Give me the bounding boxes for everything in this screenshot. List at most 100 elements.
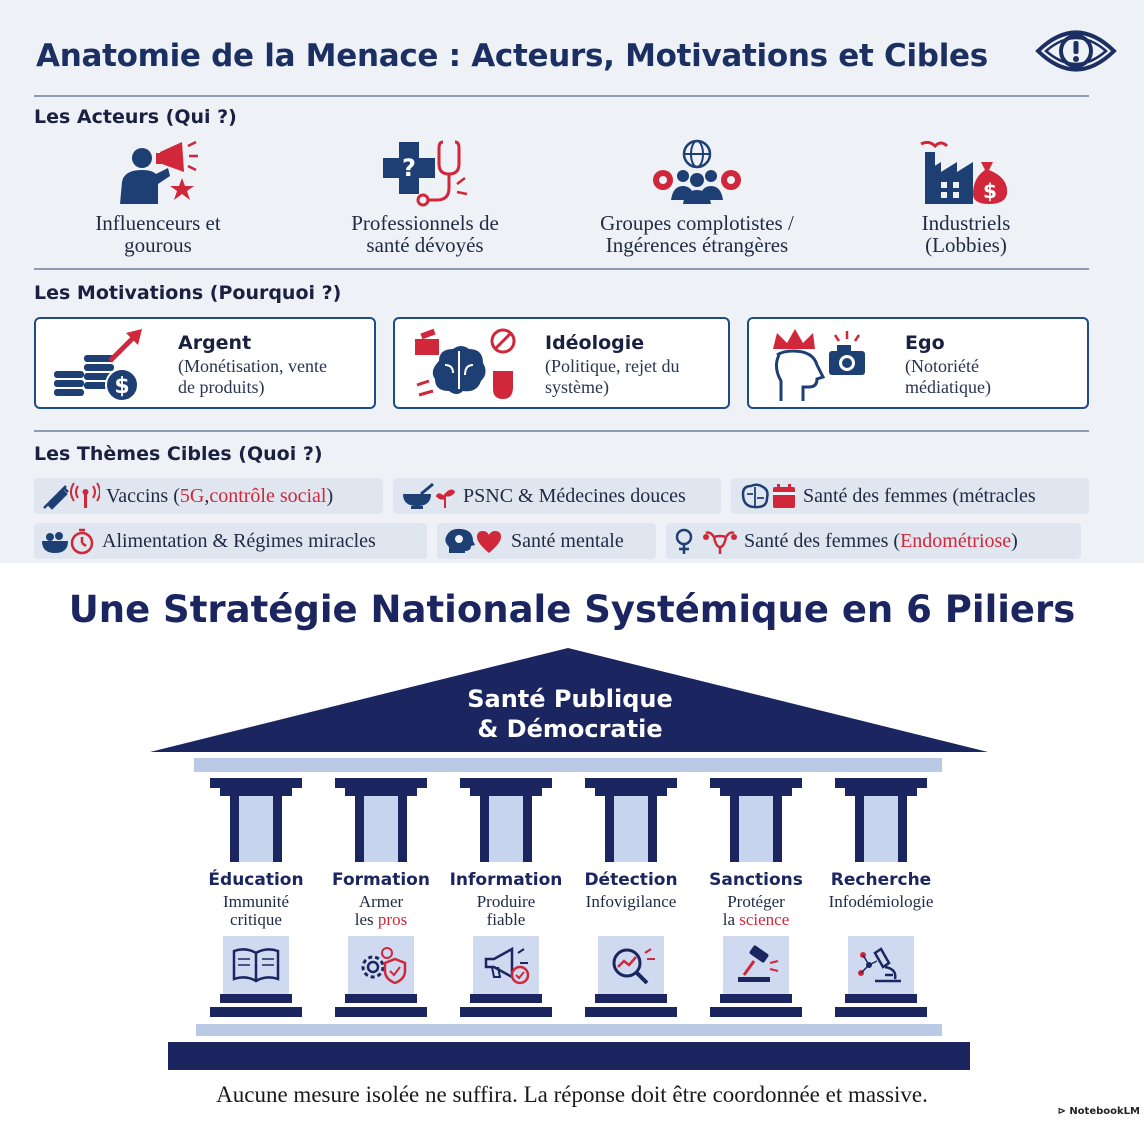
medical-cross-stethoscope-icon: ?: [383, 140, 468, 207]
actor-label: Influenceurs et: [95, 211, 221, 235]
actor-conspiracy-groups: Groupes complotistes / Ingérences étrang…: [562, 138, 832, 256]
female-uterus-icon: [675, 528, 737, 554]
microscope-icon: [858, 947, 901, 983]
motivation-desc-line: système): [545, 377, 609, 397]
pillar-name: Éducation: [208, 870, 304, 890]
actor-health-professionals: ? Professionnels de santé dévoyés: [290, 138, 560, 256]
motivation-desc-line: (Notoriété: [905, 356, 979, 376]
footer-statement: Aucune mesure isolée ne suffira. La répo…: [216, 1082, 928, 1107]
pillar-detection: Détection Infovigilance: [568, 870, 694, 911]
divider: [34, 95, 1089, 97]
theme-chip-vaccines: Vaccins (5G, contrôle social): [34, 478, 383, 514]
pillar-research: Recherche Infodémiologie: [818, 870, 944, 911]
theme-highlight: 5G: [179, 484, 205, 507]
motivations-heading: Les Motivations (Pourquoi ?): [34, 282, 342, 304]
pillar-name: Sanctions: [709, 870, 803, 890]
pillar-education: Éducation Immunité critique: [193, 870, 319, 929]
pillar-name: Recherche: [830, 870, 932, 890]
gear-shield-icon: [361, 947, 407, 985]
theme-chip-diet: Alimentation & Régimes miracles: [34, 523, 427, 559]
pillar-sanctions: Sanctions Protéger la science: [693, 870, 819, 929]
pillar-name: Formation: [332, 870, 430, 890]
motivation-title: Idéologie: [545, 332, 645, 354]
roof-label: Santé Publique & Démocratie: [420, 684, 720, 744]
pillar-desc-line: les pros: [308, 911, 454, 929]
pillar-information: Information Produire fiable: [443, 870, 569, 929]
divider: [34, 268, 1089, 270]
pillar-icon-box: [598, 936, 664, 994]
motivation-desc-line: de produits): [178, 377, 265, 397]
svg-text:$: $: [983, 179, 997, 203]
pillar-desc-highlight: science: [739, 910, 790, 929]
theme-text: PSNC & Médecines douces: [463, 484, 686, 507]
pillar-desc-highlight: fiable: [486, 910, 526, 929]
brain-fist-icon: [415, 328, 516, 399]
actor-label: gourous: [124, 233, 192, 257]
mortar-plant-icon: [403, 482, 456, 509]
theme-highlight: Endométriose: [900, 529, 1012, 552]
motivation-title: Ego: [905, 332, 945, 354]
book-icon: [232, 948, 280, 983]
head-heart-icon: [445, 528, 501, 553]
megaphone-person-icon: [120, 140, 198, 204]
brand-name: NotebookLM: [1069, 1106, 1140, 1117]
theme-text: Santé des femmes (métracles: [803, 484, 1036, 507]
pillar-desc-highlight: critique: [230, 910, 282, 929]
motivation-title: Argent: [178, 332, 252, 354]
factory-money-icon: $: [920, 140, 1008, 204]
theme-chip-endometriosis: Santé des femmes (Endométriose): [666, 523, 1081, 559]
pillar-formation: Formation Armer les pros: [318, 870, 444, 929]
gavel-icon: [738, 945, 779, 982]
motivation-desc-line: (Monétisation, vente: [178, 356, 327, 376]
theme-text: ,: [204, 484, 210, 507]
coins-dollar-icon: $: [54, 329, 142, 402]
pillar-desc-line: la science: [683, 911, 829, 929]
pillar-icon-box: [723, 936, 789, 994]
pillar-desc: Protéger: [727, 892, 785, 911]
pillar-icon-box: [473, 936, 539, 994]
motivation-desc: (Politique, rejet du système): [545, 356, 679, 398]
brand-watermark: ⊳ NotebookLM: [1057, 1106, 1140, 1117]
theme-highlight: contrôle social: [209, 484, 327, 507]
actor-label: (Lobbies): [925, 233, 1007, 257]
theme-chip-womens-health-metracles: Santé des femmes (métracles: [731, 478, 1089, 514]
actor-label: Industriels: [921, 211, 1011, 235]
roof-line: & Démocratie: [477, 715, 663, 743]
theme-text: ): [1011, 529, 1018, 552]
pillar-icon-box: [348, 936, 414, 994]
motivation-desc-line: (Politique, rejet du: [545, 356, 680, 376]
themes-heading: Les Thèmes Cibles (Quoi ?): [34, 443, 323, 465]
syringe-signal-icon: [43, 482, 100, 510]
theme-text: Santé mentale: [511, 529, 624, 552]
temple-diagram: [150, 648, 988, 1070]
actor-label: Professionnels de: [351, 211, 499, 235]
pillar-desc: Immunité: [222, 892, 290, 911]
temple-roof: [150, 648, 988, 752]
motivation-card-money: $ Argent (Monétisation, vente de produit…: [34, 317, 376, 409]
theme-chip-psnc: PSNC & Médecines douces: [393, 478, 721, 514]
magnifier-chart-icon: [612, 948, 655, 985]
pillar-desc: Produire: [476, 892, 536, 911]
crown-camera-icon: [773, 329, 865, 401]
threat-anatomy-panel: Anatomie de la Menace : Acteurs, Motivat…: [0, 0, 1144, 563]
pillar-desc-text: les: [354, 910, 378, 929]
pillar-desc-text: la: [722, 910, 740, 929]
pillar-bases: [210, 994, 927, 1017]
motivation-desc: (Notoriété médiatique): [905, 356, 991, 398]
pillar-name: Information: [449, 870, 563, 890]
theme-text: Santé des femmes (: [744, 529, 901, 552]
pillar-desc-highlight: Infovigilance: [585, 892, 677, 911]
motivation-desc: (Monétisation, vente de produits): [178, 356, 327, 398]
theme-text: Alimentation & Régimes miracles: [102, 529, 376, 552]
page-title: Anatomie de la Menace : Acteurs, Motivat…: [36, 38, 988, 74]
theme-chip-mental-health: Santé mentale: [437, 523, 656, 559]
motivation-card-ego: Ego (Notoriété médiatique): [747, 317, 1089, 409]
food-timer-icon: [42, 528, 94, 555]
globe-group-icon: [653, 139, 741, 204]
pillar-desc-highlight: pros: [377, 910, 408, 929]
strategy-title: Une Stratégie Nationale Systémique en 6 …: [68, 588, 1076, 631]
megaphone-check-icon: [484, 946, 530, 985]
actor-label: santé dévoyés: [366, 233, 484, 257]
motivation-desc-line: médiatique): [905, 377, 991, 397]
brain-calendar-icon: [741, 483, 795, 509]
